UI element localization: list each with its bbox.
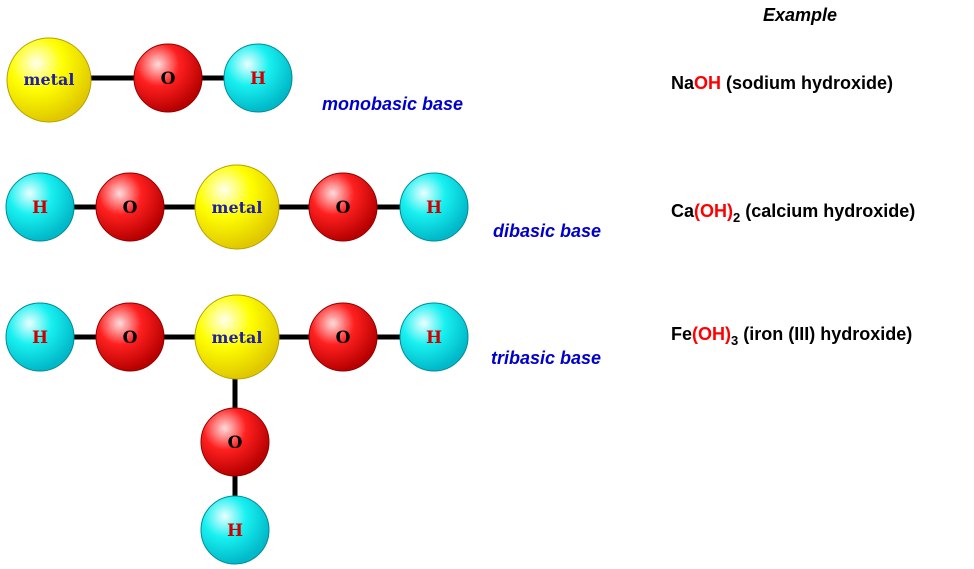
hydrogen-atom: H <box>200 495 270 565</box>
svg-text:metal: metal <box>24 70 75 89</box>
svg-text:H: H <box>227 521 243 541</box>
svg-text:H: H <box>426 198 442 218</box>
dibasic-caption: dibasic base <box>493 221 601 241</box>
svg-text:H: H <box>32 328 48 348</box>
svg-text:metal: metal <box>212 198 263 217</box>
oxygen-atom: O <box>133 43 203 113</box>
oxygen-atom: O <box>308 302 378 372</box>
metal-atom: metal <box>6 37 92 123</box>
hydrogen-atom: H <box>399 302 469 372</box>
svg-text:O: O <box>123 328 138 348</box>
hydrogen-atom: H <box>399 172 469 242</box>
example-caoh2: Ca(OH)2 (calcium hydroxide) <box>671 201 915 225</box>
svg-text:metal: metal <box>212 328 263 347</box>
svg-text:H: H <box>250 69 266 89</box>
metal-atom: metal <box>194 164 280 250</box>
dibasic-structure: H O metal O H <box>5 164 469 250</box>
hydrogen-atom: H <box>223 43 293 113</box>
svg-text:O: O <box>161 69 176 89</box>
tribasic-caption: tribasic base <box>491 348 601 368</box>
metal-atom: metal <box>194 294 280 380</box>
svg-text:O: O <box>336 328 351 348</box>
svg-text:H: H <box>426 328 442 348</box>
svg-text:O: O <box>228 433 243 453</box>
hydrogen-atom: H <box>5 302 75 372</box>
svg-text:O: O <box>336 198 351 218</box>
example-naoh: NaOH (sodium hydroxide) <box>671 73 893 93</box>
oxygen-atom: O <box>308 172 378 242</box>
oxygen-atom: O <box>95 302 165 372</box>
hydrogen-atom: H <box>5 172 75 242</box>
tribasic-structure: H O O H O H metal <box>5 294 469 565</box>
monobasic-structure: metal O H <box>6 37 293 123</box>
oxygen-atom: O <box>95 172 165 242</box>
oxygen-atom: O <box>200 407 270 477</box>
example-feoh3: Fe(OH)3 (iron (III) hydroxide) <box>671 324 912 348</box>
monobasic-caption: monobasic base <box>322 94 463 114</box>
example-heading: Example <box>763 5 837 25</box>
svg-text:H: H <box>32 198 48 218</box>
svg-text:O: O <box>123 198 138 218</box>
